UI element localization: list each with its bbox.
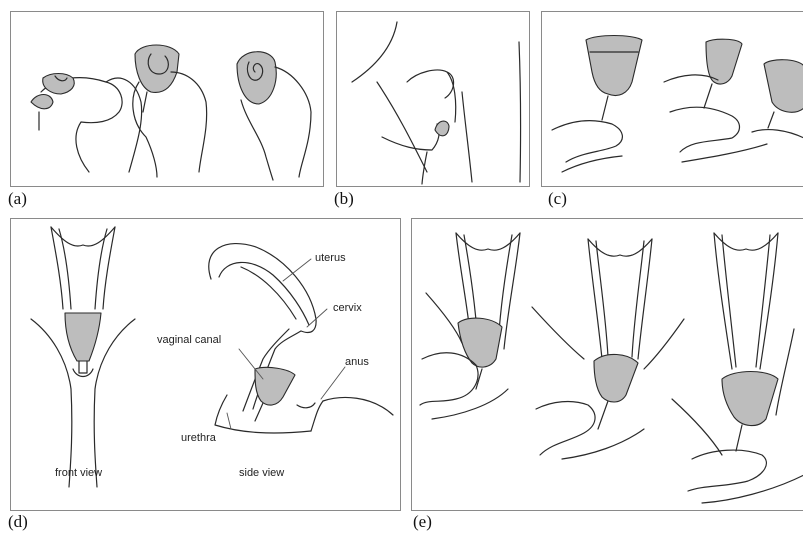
insertion-illustration: [412, 219, 803, 512]
cervix-label: cervix: [333, 302, 362, 314]
hold-illustration: [542, 12, 803, 188]
panel-a-label: (a): [8, 189, 27, 209]
panel-e: [411, 218, 803, 511]
panel-e-label: (e): [413, 512, 432, 532]
vaginal-canal-label: vaginal canal: [157, 334, 221, 346]
posture-illustration: [337, 12, 531, 188]
uterus-label: uterus: [315, 252, 346, 264]
side-view-label: side view: [239, 467, 284, 479]
front-view-label: front view: [55, 467, 102, 479]
panel-c: [541, 11, 803, 187]
panel-d: front view uterus cervix vaginal canal a…: [10, 218, 401, 511]
panel-a: [10, 11, 324, 187]
panel-b: [336, 11, 530, 187]
panel-b-label: (b): [334, 189, 354, 209]
panel-d-label: (d): [8, 512, 28, 532]
urethra-label: urethra: [181, 432, 217, 444]
panel-c-label: (c): [548, 189, 567, 209]
anus-label: anus: [345, 356, 369, 368]
folding-illustration: [11, 12, 325, 188]
anatomy-illustration: front view uterus cervix vaginal canal a…: [11, 219, 402, 512]
